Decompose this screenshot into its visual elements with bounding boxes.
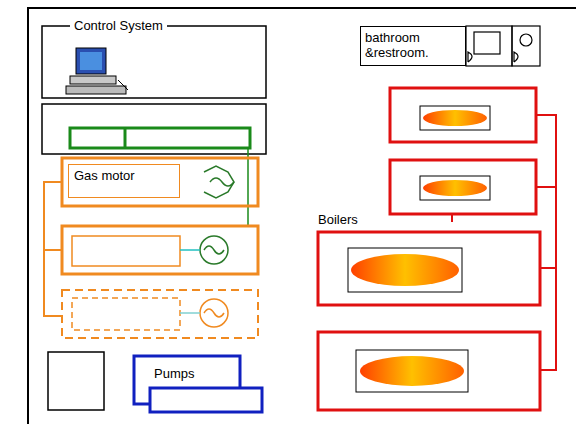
control-box (42, 26, 266, 98)
panel-box (42, 104, 266, 154)
group-label: Boilers (318, 212, 358, 227)
cable (247, 148, 249, 226)
component-box: Gas motor (68, 164, 180, 198)
gas-motor-frames (44, 158, 258, 338)
generator-symbols (200, 166, 234, 327)
box-label: Pumps (154, 366, 222, 381)
computer-icon (66, 48, 128, 94)
component-box: Pumps (140, 362, 236, 386)
tank-box (48, 352, 104, 410)
component-box: bathroom &restroom. (360, 26, 466, 66)
box-label: Gas motor (74, 168, 174, 183)
control-system: Control System (42, 26, 266, 98)
box-label: Control System (70, 18, 167, 33)
switchgear (70, 128, 250, 148)
boiler-frames (318, 88, 556, 410)
pump-outline (134, 356, 262, 412)
frame (28, 8, 576, 424)
box-label: bathroom &restroom. (365, 30, 461, 60)
fixtures (466, 26, 540, 66)
burner-flames (348, 106, 490, 392)
